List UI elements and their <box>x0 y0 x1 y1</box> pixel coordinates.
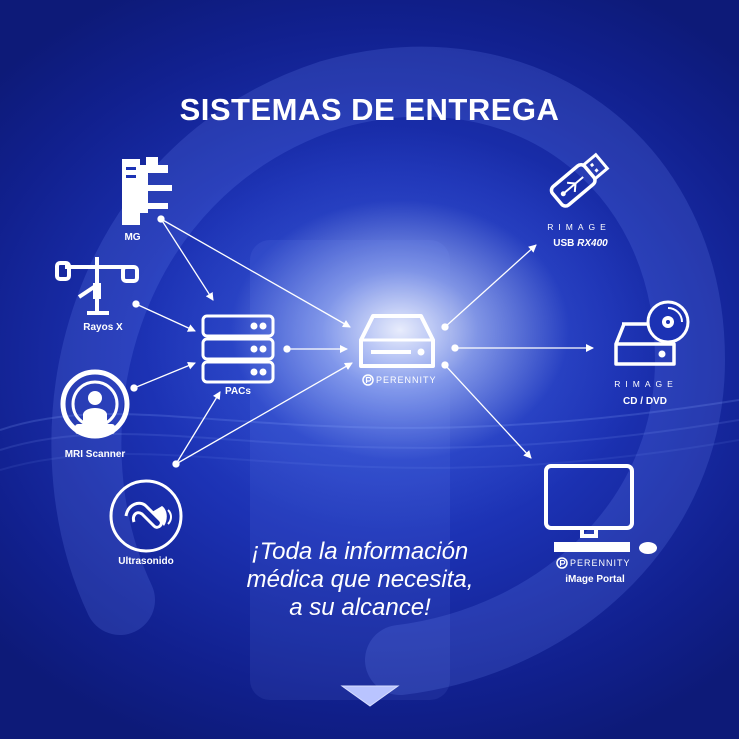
cd-drive-icon <box>614 300 690 366</box>
usb-label: USB RX400 <box>543 238 618 249</box>
ultrasound-icon <box>109 479 183 553</box>
connector-ultra-perennity <box>175 362 353 465</box>
portal-brand: PERENNITY <box>570 558 631 568</box>
tagline-line-3: a su alcance! <box>289 594 431 621</box>
usb-label-prefix: USB <box>553 238 575 249</box>
perennity-hub-label: PERENNITY <box>376 375 437 385</box>
usb-label-model: RX400 <box>577 238 608 249</box>
cd-label: CD / DVD <box>623 396 667 407</box>
server-icon <box>359 314 435 368</box>
mri-label: MRI Scanner <box>64 449 126 460</box>
page-title: SISTEMAS DE ENTREGA <box>179 92 560 127</box>
connector-perennity-portal <box>444 364 532 459</box>
perennity-logo-icon <box>362 374 374 386</box>
down-arrow-icon[interactable] <box>340 684 400 708</box>
connector-ultra-pacs <box>175 391 221 465</box>
mri-scanner-icon <box>60 369 130 439</box>
pacs-label: PACs <box>225 386 251 397</box>
connector-perennity-usb <box>444 244 537 328</box>
mammography-icon <box>122 157 172 225</box>
connector-mg-pacs <box>160 218 214 301</box>
connector-rayos-pacs <box>135 303 196 332</box>
tagline: ¡Toda la información médica que necesita… <box>210 538 510 622</box>
tagline-line-2: médica que necesita, <box>246 566 474 593</box>
tagline-line-1: ¡Toda la información <box>251 538 469 565</box>
connector-mri-pacs <box>133 361 196 389</box>
mg-label: MG <box>124 232 141 243</box>
connector-mg-perennity <box>160 218 351 328</box>
perennity-portal-logo-icon <box>556 557 568 569</box>
ultrasonido-label: Ultrasonido <box>118 556 174 567</box>
rayos-x-label: Rayos X <box>83 322 123 333</box>
desktop-computer-icon <box>544 464 657 554</box>
cd-brand: RIMAGE <box>614 379 678 389</box>
portal-label: iMage Portal <box>565 574 625 585</box>
server-rack-icon <box>201 314 275 384</box>
usb-brand: RIMAGE <box>547 222 611 232</box>
usb-drive-icon <box>549 152 610 208</box>
xray-icon <box>55 257 139 315</box>
